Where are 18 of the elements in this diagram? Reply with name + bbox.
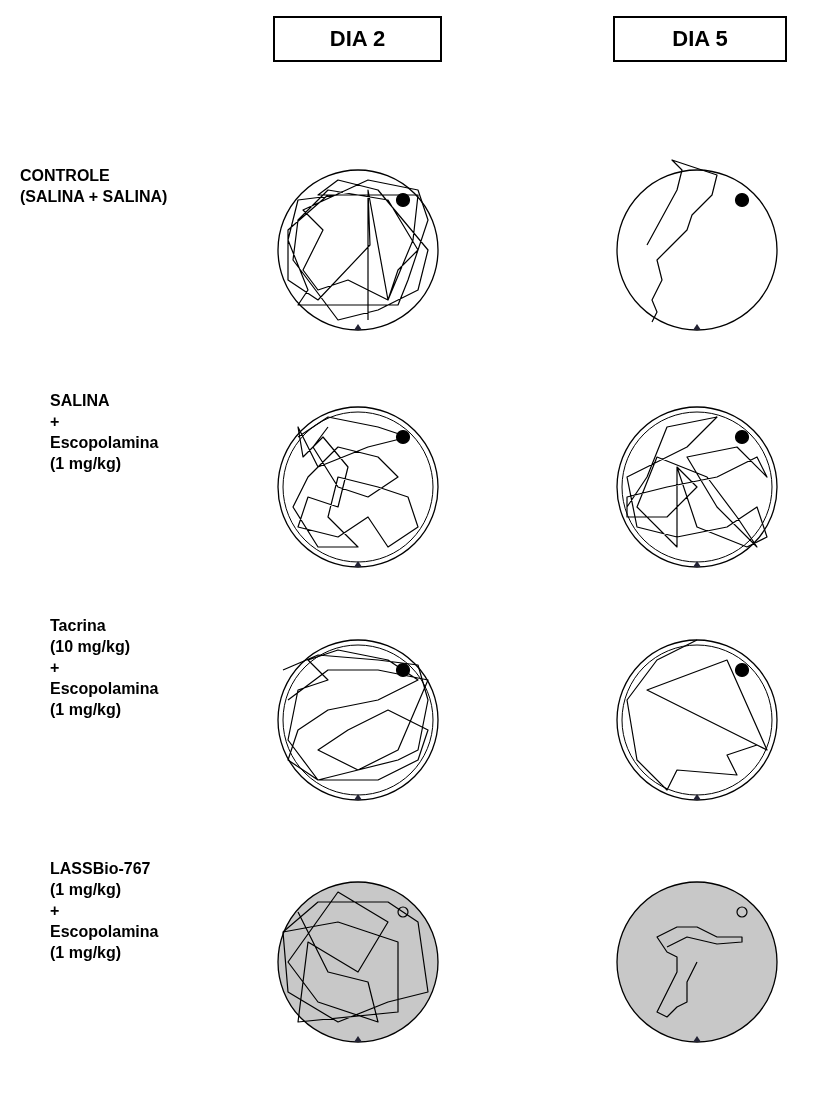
row-label: + [50,412,61,432]
row-label: (1 mg/kg) [50,700,123,720]
row-label: (1 mg/kg) [50,880,123,900]
row-label: CONTROLE [20,166,111,186]
row-label: Escopolamina [50,433,159,453]
row-label: Escopolamina [50,922,159,942]
row-label: SALINA [50,391,111,411]
row-label: + [50,901,61,921]
day-header-box: DIA 5 [613,16,787,62]
row-label: (1 mg/kg) [50,943,123,963]
row-label: (1 mg/kg) [50,454,123,474]
row-label: (10 mg/kg) [50,637,131,657]
row-label: Escopolamina [50,679,159,699]
day-header-box: DIA 2 [273,16,442,62]
row-label: Tacrina [50,616,107,636]
row-label: + [50,658,61,678]
row-label: LASSBio-767 [50,859,152,879]
row-label: (SALINA + SALINA) [20,187,168,207]
